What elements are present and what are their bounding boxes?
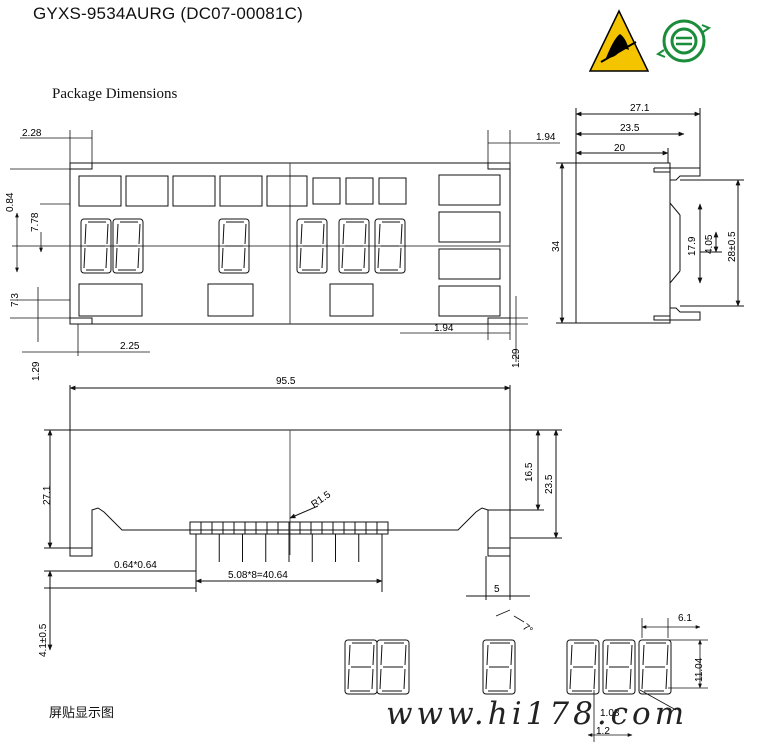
dim-1-2: 1.2 xyxy=(596,726,610,737)
dim-r1-5: R1.5 xyxy=(309,489,333,510)
seven-segment-digit xyxy=(115,221,141,271)
side-view xyxy=(556,108,744,324)
seven-segment-digit xyxy=(377,221,403,271)
seven-segment-digit xyxy=(83,221,109,271)
front-view xyxy=(44,385,562,651)
digit-frame xyxy=(80,218,112,274)
digit-frame xyxy=(376,639,410,695)
seven-segment-digit xyxy=(341,221,367,271)
dim-6-1: 6.1 xyxy=(678,613,692,624)
dim-1-94-top: 1.94 xyxy=(536,132,556,143)
dim-5: 5 xyxy=(494,584,500,595)
seven-segment-digit xyxy=(221,221,247,271)
front-view-pins xyxy=(189,522,383,562)
dim-1-29-right: 1.29 xyxy=(511,348,522,368)
dim-2-28: 2.28 xyxy=(22,128,42,139)
section-heading: Package Dimensions xyxy=(52,86,178,102)
dim-95-5: 95.5 xyxy=(276,376,296,387)
digit-frame xyxy=(638,639,672,695)
top-view-dims xyxy=(10,130,560,362)
dim-4-1: 4.1±0.5 xyxy=(38,623,49,657)
digit-frame xyxy=(566,639,600,695)
dim-20: 20 xyxy=(614,143,626,154)
dim-angle: 7° xyxy=(520,622,534,637)
dim-23-5-side: 23.5 xyxy=(620,123,640,134)
seven-segment-digit xyxy=(347,642,375,692)
environmental-mark-icon xyxy=(655,19,712,63)
screen-print-caption: 屏贴显示图 xyxy=(49,706,115,721)
dim-7-3: 7.3 xyxy=(10,293,21,307)
seven-segment-digit xyxy=(605,642,633,692)
dim-pin-size: 0.64*0.64 xyxy=(114,560,157,571)
dim-4-05: 4.05 xyxy=(704,234,715,254)
page-title: GYXS-9534AURG (DC07-00081C) xyxy=(33,4,303,23)
watermark: www.hi178.com xyxy=(386,696,689,732)
digit-frame xyxy=(482,639,516,695)
digit-frame xyxy=(296,218,328,274)
digit-frame xyxy=(218,218,250,274)
dim-11-04: 11.04 xyxy=(694,657,705,682)
top-view xyxy=(12,162,511,325)
dim-16-5: 16.5 xyxy=(524,462,535,482)
digit-frame xyxy=(602,639,636,695)
screen-print-digits xyxy=(344,639,672,695)
seven-segment-digit xyxy=(569,642,597,692)
seven-segment-digit xyxy=(379,642,407,692)
dim-pin-pitch: 5.08*8=40.64 xyxy=(228,570,288,581)
dim-23-5-front: 23.5 xyxy=(544,474,555,494)
seven-segment-digit xyxy=(299,221,325,271)
digit-frame xyxy=(112,218,144,274)
dim-7-78: 7.78 xyxy=(30,212,41,232)
dim-27-1-side: 27.1 xyxy=(630,103,650,114)
top-view-digits xyxy=(80,218,406,274)
dim-2-25: 2.25 xyxy=(120,341,140,352)
esd-warning-icon xyxy=(588,9,650,72)
seven-segment-digit xyxy=(641,642,669,692)
dim-1-08: 1.08 xyxy=(600,708,620,719)
dim-17-9: 17.9 xyxy=(687,236,698,256)
digit-frame xyxy=(374,218,406,274)
seven-segment-digit xyxy=(485,642,513,692)
screen-print-dims xyxy=(495,609,708,742)
dim-1-29-left: 1.29 xyxy=(31,361,42,381)
digit-frame xyxy=(338,218,370,274)
dim-27-1-front: 27.1 xyxy=(42,485,53,505)
dim-1-94-bottom: 1.94 xyxy=(434,323,454,334)
dim-28: 28±0.5 xyxy=(727,231,738,262)
dim-34: 34 xyxy=(551,240,562,252)
dim-0-84: 0.84 xyxy=(5,192,16,212)
